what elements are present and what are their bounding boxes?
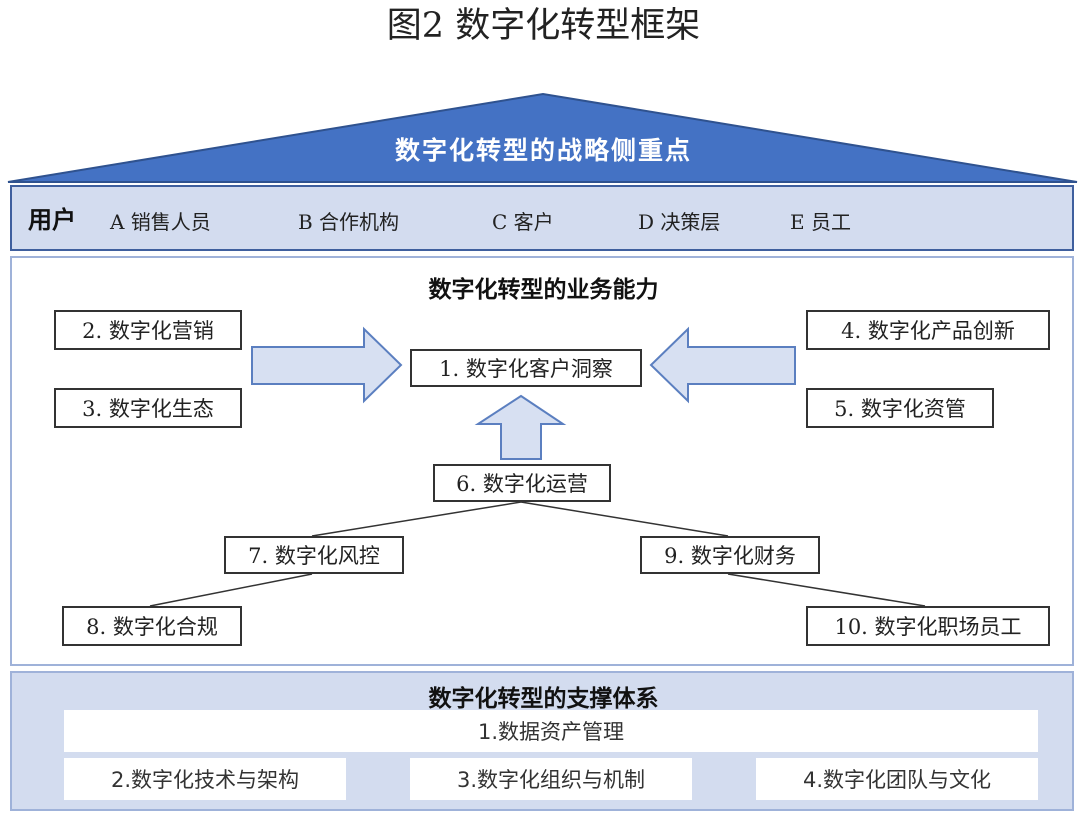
figure-title: 图2 数字化转型框架 xyxy=(386,6,701,46)
business-capability-title: 数字化转型的业务能力 xyxy=(428,276,659,303)
node-asset-management: 5. 数字化资管 xyxy=(806,388,994,428)
user-employees: E 员工 xyxy=(790,210,851,234)
connector-line xyxy=(311,501,522,537)
node-digital-operations: 6. 数字化运营 xyxy=(433,464,611,502)
node-digital-marketing: 2. 数字化营销 xyxy=(54,310,242,350)
support-system-title: 数字化转型的支撑体系 xyxy=(428,685,659,712)
support-data-assets: 1.数据资产管理 xyxy=(64,710,1038,752)
connector-line xyxy=(727,573,926,607)
user-customers: C 客户 xyxy=(492,210,554,234)
support-org-mechanism: 3.数字化组织与机制 xyxy=(410,758,692,800)
node-risk-control: 7. 数字化风控 xyxy=(224,536,404,574)
arrow-right xyxy=(251,326,403,404)
arrow-up xyxy=(474,394,567,460)
user-partners: B 合作机构 xyxy=(298,210,400,234)
node-digital-compliance: 8. 数字化合规 xyxy=(62,606,242,646)
users-heading: 用户 xyxy=(28,205,76,234)
arrow-left xyxy=(649,326,796,404)
users-band xyxy=(10,185,1074,251)
connector-line xyxy=(520,501,729,537)
support-team-culture: 4.数字化团队与文化 xyxy=(756,758,1038,800)
node-product-innovation: 4. 数字化产品创新 xyxy=(806,310,1050,350)
user-decision-makers: D 决策层 xyxy=(638,210,721,234)
node-workplace-staff: 10. 数字化职场员工 xyxy=(806,606,1050,646)
strategy-roof xyxy=(7,92,1078,183)
node-digital-ecosystem: 3. 数字化生态 xyxy=(54,388,242,428)
node-customer-insight: 1. 数字化客户洞察 xyxy=(410,349,642,387)
support-tech-architecture: 2.数字化技术与架构 xyxy=(64,758,346,800)
connector-line xyxy=(149,573,313,607)
user-sales-staff: A 销售人员 xyxy=(110,210,211,234)
strategy-roof-label: 数字化转型的战略侧重点 xyxy=(394,136,692,165)
node-digital-finance: 9. 数字化财务 xyxy=(640,536,820,574)
